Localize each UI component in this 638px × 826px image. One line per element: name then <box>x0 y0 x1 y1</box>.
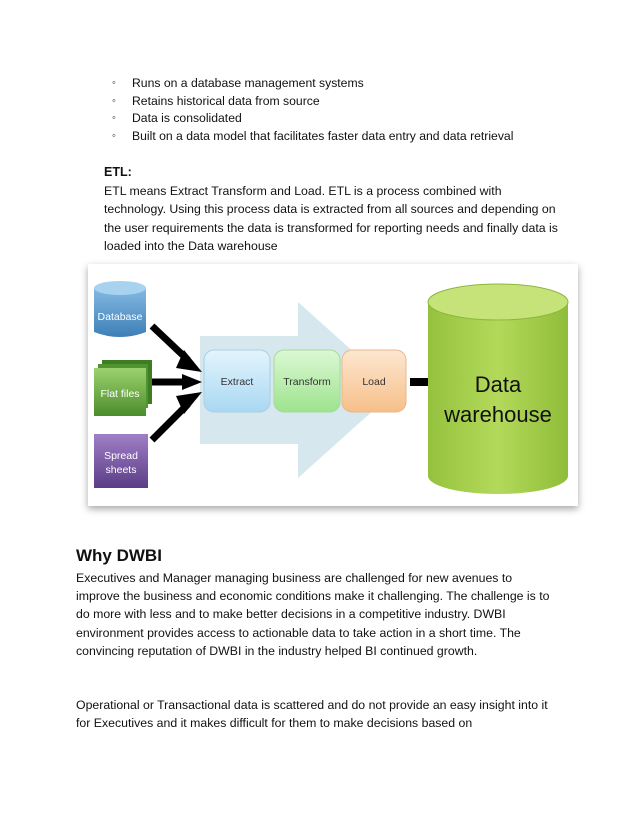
flat-files-source: Flat files <box>94 360 152 416</box>
load-step: Load <box>341 349 407 413</box>
source-arrows <box>149 323 202 443</box>
transform-step: Transform <box>273 349 341 413</box>
flat-files-label: Flat files <box>100 388 139 400</box>
transform-label: Transform <box>283 376 331 388</box>
why-dwbi-heading: Why DWBI <box>76 546 162 565</box>
circle-bullet-icon: ◦ <box>112 94 116 107</box>
extract-label: Extract <box>221 376 254 388</box>
circle-bullet-icon: ◦ <box>112 129 116 142</box>
extract-step: Extract <box>203 349 271 413</box>
list-item: ◦Runs on a database management systems <box>112 75 612 93</box>
database-label: Database <box>98 311 143 323</box>
warehouse-label-line2: warehouse <box>443 402 552 427</box>
list-item: ◦Built on a data model that facilitates … <box>112 128 612 146</box>
warehouse-label-line1: Data <box>475 372 522 397</box>
feature-bullet-list: ◦Runs on a database management systems ◦… <box>112 75 612 145</box>
load-label: Load <box>362 376 386 388</box>
list-item: ◦Retains historical data from source <box>112 93 612 111</box>
database-source: Database <box>94 281 146 337</box>
why-dwbi-paragraph-1: Executives and Manager managing business… <box>76 571 550 658</box>
etl-paragraph: ETL means Extract Transform and Load. ET… <box>104 184 558 254</box>
data-warehouse-cylinder: Data warehouse <box>427 283 569 494</box>
circle-bullet-icon: ◦ <box>112 112 116 125</box>
why-dwbi-paragraph-2: Operational or Transactional data is sca… <box>76 698 548 731</box>
list-item: ◦Data is consolidated <box>112 110 612 128</box>
etl-heading: ETL: <box>104 165 132 179</box>
circle-bullet-icon: ◦ <box>112 77 116 89</box>
